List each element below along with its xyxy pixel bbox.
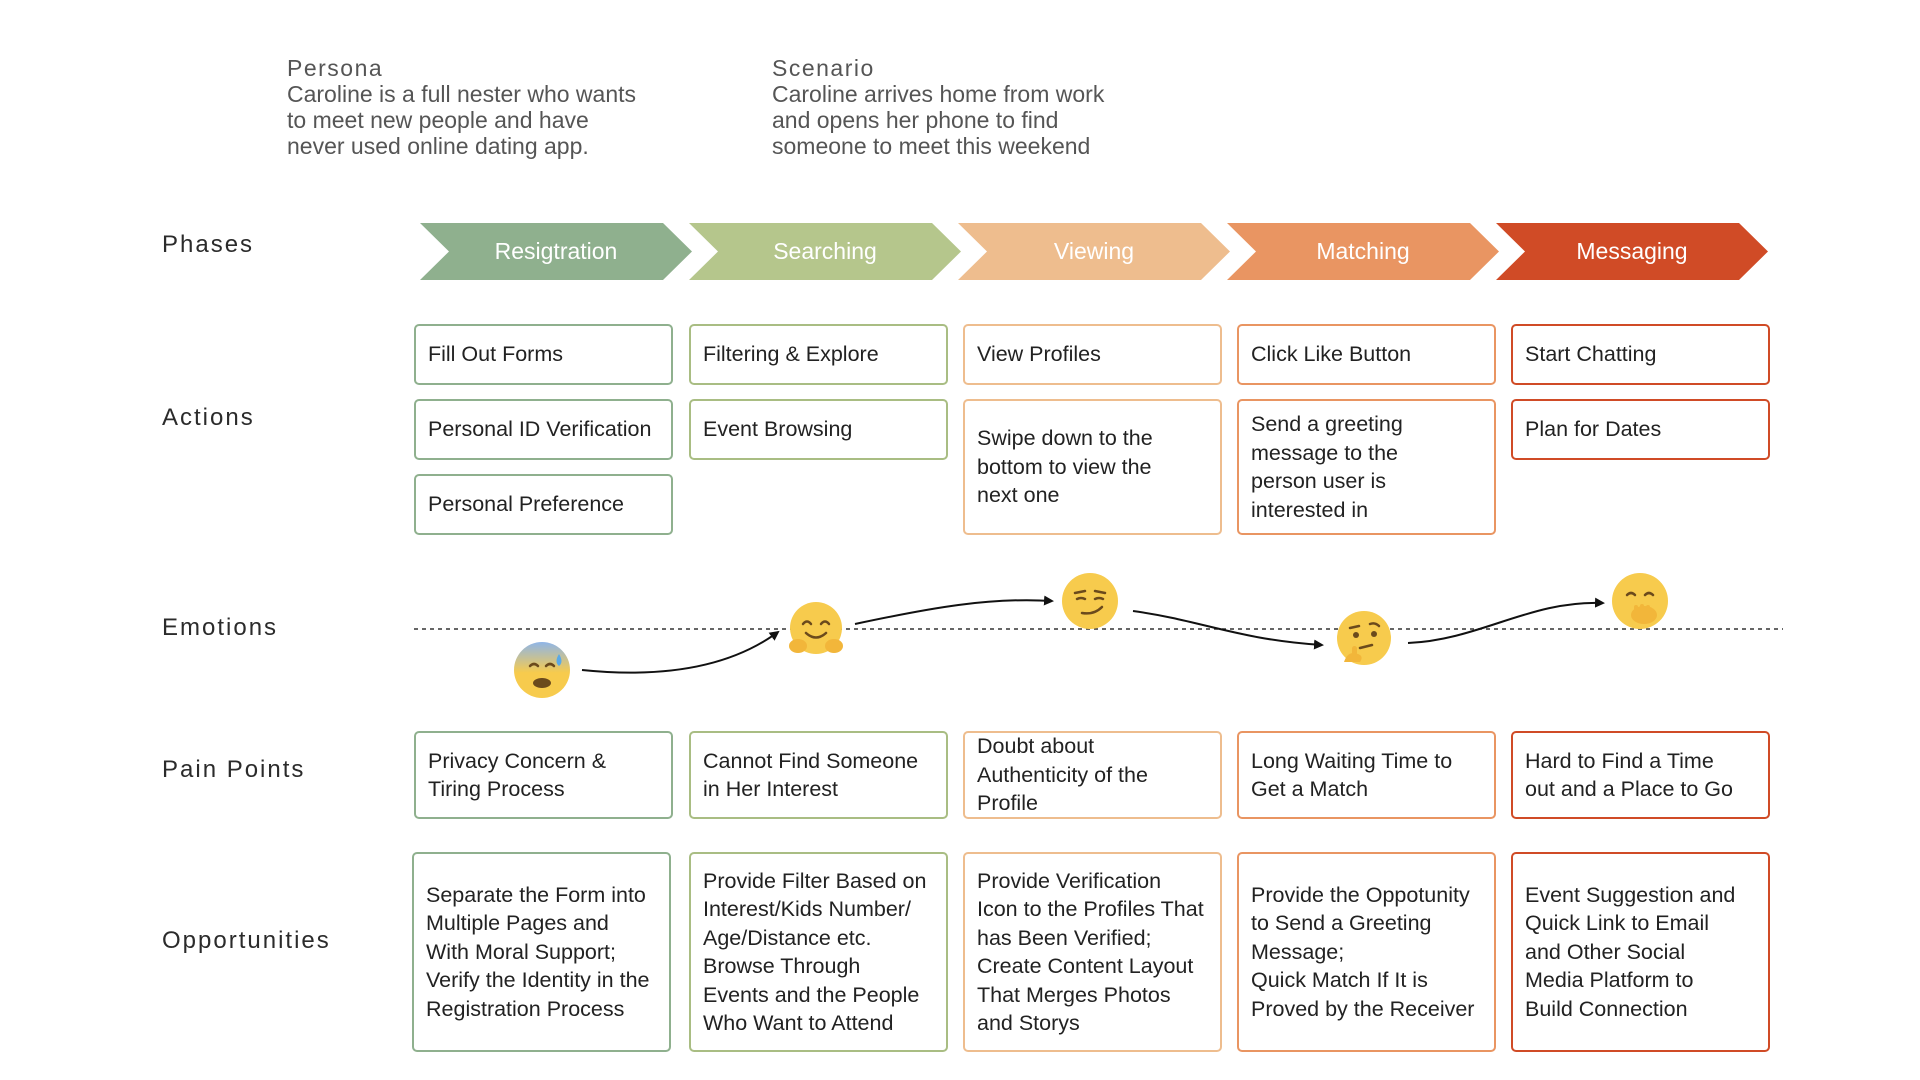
emotion-arrow	[1132, 610, 1324, 650]
action-card: Fill Out Forms	[414, 324, 673, 385]
row-label-opportunities: Opportunities	[162, 927, 331, 954]
phase-chevron-registration: Resigtration	[420, 223, 692, 280]
phase-label: Matching	[1316, 238, 1410, 264]
pain-point-card: Cannot Find Someone in Her Interest	[689, 731, 948, 819]
phase-label: Messaging	[1576, 238, 1688, 264]
chevron-shape	[420, 223, 692, 280]
opportunity-card: Separate the Form into Multiple Pages an…	[412, 852, 671, 1052]
pain-point-card: Doubt about Authenticity of the Profile	[963, 731, 1222, 819]
row-label-emotions: Emotions	[162, 614, 279, 641]
persona-heading: Persona	[287, 55, 384, 81]
row-label-phases: Phases	[162, 231, 255, 258]
phase-chevron-matching: Matching	[1227, 223, 1499, 280]
phase-label: Searching	[773, 238, 877, 264]
emotion-arrow	[581, 630, 780, 674]
smirking-face-icon	[1060, 571, 1120, 631]
anxious-sweat-face-icon	[512, 640, 572, 700]
pain-point-card: Hard to Find a Time out and a Place to G…	[1511, 731, 1770, 819]
chevron-shape	[1496, 223, 1768, 280]
giggling-face-icon	[1610, 571, 1670, 631]
scenario-heading: Scenario	[772, 55, 875, 81]
action-card: View Profiles	[963, 324, 1222, 385]
persona-text: Caroline is a full nester who wants to m…	[287, 81, 636, 159]
opportunity-card: Provide the Oppotunity to Send a Greetin…	[1237, 852, 1496, 1052]
opportunity-card: Event Suggestion and Quick Link to Email…	[1511, 852, 1770, 1052]
emotion-arrow	[854, 595, 1054, 625]
phase-chevron-searching: Searching	[689, 223, 961, 280]
hugging-face-icon	[786, 600, 846, 660]
action-card: Plan for Dates	[1511, 399, 1770, 460]
phase-label: Viewing	[1053, 238, 1135, 264]
pain-point-card: Privacy Concern & Tiring Process	[414, 731, 673, 819]
emotion-arrow	[1407, 597, 1605, 644]
action-card: Click Like Button	[1237, 324, 1496, 385]
persona-block: Persona Caroline is a full nester who wa…	[287, 55, 636, 159]
phase-chevron-viewing: Viewing	[958, 223, 1230, 280]
scenario-block: Scenario Caroline arrives home from work…	[772, 55, 1104, 159]
phase-label: Resigtration	[494, 238, 618, 264]
opportunity-card: Provide Verification Icon to the Profile…	[963, 852, 1222, 1052]
chevron-shape	[689, 223, 961, 280]
action-card: Start Chatting	[1511, 324, 1770, 385]
pain-point-card: Long Waiting Time to Get a Match	[1237, 731, 1496, 819]
row-label-pain-points: Pain Points	[162, 756, 306, 783]
action-card: Personal ID Verification	[414, 399, 673, 460]
scenario-text: Caroline arrives home from work and open…	[772, 81, 1105, 159]
chevron-shape	[1227, 223, 1499, 280]
opportunity-card: Provide Filter Based on Interest/Kids Nu…	[689, 852, 948, 1052]
phase-chevron-messaging: Messaging	[1496, 223, 1768, 280]
chevron-shape	[958, 223, 1230, 280]
action-card: Event Browsing	[689, 399, 948, 460]
action-card: Personal Preference	[414, 474, 673, 535]
row-label-actions: Actions	[162, 404, 255, 431]
action-card: Swipe down to the bottom to view the nex…	[963, 399, 1222, 535]
thinking-face-icon	[1334, 610, 1394, 670]
action-card: Send a greeting message to the person us…	[1237, 399, 1496, 535]
action-card: Filtering & Explore	[689, 324, 948, 385]
